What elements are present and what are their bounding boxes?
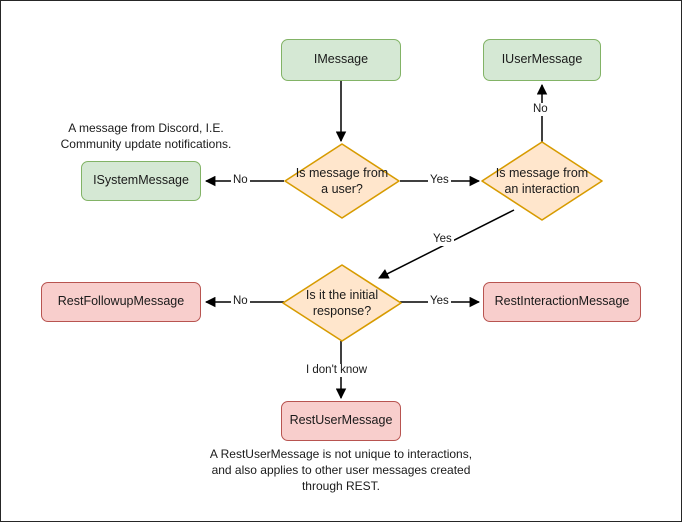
- node-restusermessage[interactable]: RestUserMessage: [281, 401, 401, 441]
- edge-label-initial-unknown: I don't know: [304, 364, 370, 377]
- diamond-shape: [282, 264, 402, 342]
- node-iusermessage[interactable]: IUserMessage: [483, 39, 601, 81]
- diamond-shape: [481, 141, 603, 221]
- node-restinteractionmessage-label: RestInteractionMessage: [494, 294, 630, 309]
- node-decision-is-it-the-initial-response-label: Is it the initial response?: [305, 287, 379, 318]
- annotation-rest-user-message-note: A RestUserMessage is not unique to inter…: [209, 447, 473, 494]
- node-decision-is-message-from-an-interaction-label: Is message from an interaction: [495, 165, 589, 196]
- node-restusermessage-label: RestUserMessage: [289, 413, 393, 428]
- edge-label-initial-no: No: [231, 295, 250, 308]
- node-isystemmessage[interactable]: ISystemMessage: [81, 161, 201, 201]
- edge-label-user-no: No: [231, 174, 250, 187]
- edge-label-user-yes: Yes: [428, 174, 451, 187]
- edge-label-initial-yes: Yes: [428, 295, 451, 308]
- node-restfollowupmessage[interactable]: RestFollowupMessage: [41, 282, 201, 322]
- diamond-shape: [284, 143, 400, 219]
- node-decision-is-message-from-a-user[interactable]: Is message from a user?: [284, 143, 400, 219]
- annotation-system-message-note: A message from Discord, I.E. Community u…: [60, 121, 232, 152]
- node-iusermessage-label: IUserMessage: [501, 52, 583, 67]
- node-imessage-label: IMessage: [313, 52, 369, 67]
- node-restinteractionmessage[interactable]: RestInteractionMessage: [483, 282, 641, 322]
- edge-label-interaction-no: No: [531, 103, 550, 116]
- node-imessage[interactable]: IMessage: [281, 39, 401, 81]
- node-restfollowupmessage-label: RestFollowupMessage: [57, 294, 185, 309]
- edge-label-interaction-yes: Yes: [431, 233, 454, 246]
- node-decision-is-it-the-initial-response[interactable]: Is it the initial response?: [282, 264, 402, 342]
- node-decision-is-message-from-a-user-label: Is message from a user?: [295, 165, 389, 196]
- node-isystemmessage-label: ISystemMessage: [93, 173, 189, 188]
- node-decision-is-message-from-an-interaction[interactable]: Is message from an interaction: [481, 141, 603, 221]
